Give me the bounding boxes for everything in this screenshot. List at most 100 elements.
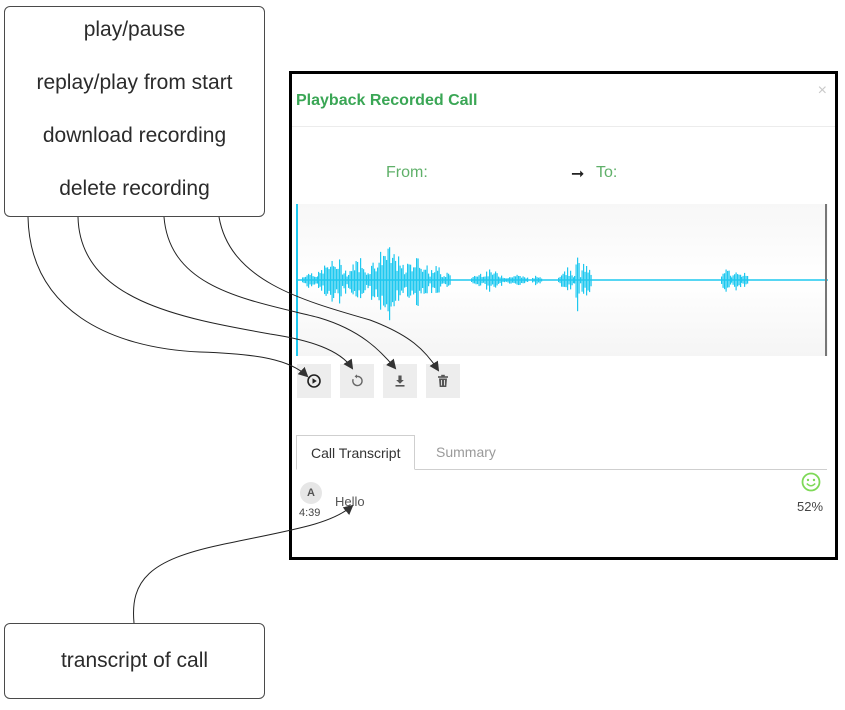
waveform-bar bbox=[589, 269, 591, 293]
waveform-bar bbox=[442, 277, 444, 283]
waveform-bar bbox=[375, 271, 377, 290]
waveform-bar bbox=[334, 266, 336, 294]
delete-button[interactable] bbox=[426, 364, 460, 398]
waveform-bar bbox=[399, 265, 401, 296]
waveform-bar bbox=[414, 267, 416, 293]
waveform-bar bbox=[561, 275, 563, 287]
waveform-bar bbox=[337, 268, 339, 294]
waveform-bar bbox=[448, 273, 450, 286]
waveform-bar bbox=[472, 276, 474, 284]
tab-call-transcript[interactable]: Call Transcript bbox=[296, 435, 416, 470]
waveform-bar bbox=[429, 276, 431, 284]
smiley-icon bbox=[801, 472, 821, 492]
waveform-bar bbox=[735, 272, 737, 291]
waveform-bar bbox=[303, 277, 305, 284]
waveform-bar bbox=[309, 274, 311, 285]
waveform-bar bbox=[363, 269, 365, 293]
waveform-bar bbox=[306, 275, 308, 287]
waveform-bar bbox=[384, 256, 386, 308]
waveform-bar bbox=[562, 273, 564, 287]
waveform-bar bbox=[732, 275, 734, 285]
waveform-bar bbox=[374, 268, 376, 298]
waveform-bar bbox=[315, 277, 317, 284]
waveform-bar bbox=[580, 277, 582, 284]
download-button[interactable] bbox=[383, 364, 417, 398]
waveform-bar bbox=[498, 276, 500, 284]
waveform-bar bbox=[343, 273, 345, 289]
callout-download: download recording bbox=[42, 124, 227, 147]
waveform-bar bbox=[558, 277, 560, 283]
waveform-bar bbox=[737, 274, 739, 287]
waveform-bar bbox=[322, 273, 324, 286]
waveform-bar bbox=[747, 275, 749, 284]
waveform-bar bbox=[389, 247, 391, 321]
controls-callout: play/pause replay/play from start downlo… bbox=[4, 6, 265, 217]
waveform-bar bbox=[577, 257, 579, 312]
waveform-bar bbox=[483, 276, 485, 283]
waveform-bar bbox=[478, 275, 480, 287]
waveform-bar bbox=[386, 259, 388, 305]
waveform-bar bbox=[408, 264, 410, 298]
waveform-bar bbox=[578, 263, 580, 294]
waveform-bar bbox=[538, 277, 540, 283]
play-pause-button[interactable] bbox=[297, 364, 331, 398]
waveform-bar bbox=[721, 276, 723, 284]
waveform-bar bbox=[512, 277, 514, 283]
waveform-bar bbox=[340, 264, 342, 297]
waveform-bar bbox=[564, 271, 566, 287]
waveform-bar bbox=[443, 276, 445, 284]
waveform-bar bbox=[584, 271, 586, 288]
waveform-bar bbox=[446, 272, 448, 287]
waveform-bar bbox=[513, 276, 515, 284]
waveform-bar bbox=[318, 271, 320, 288]
playhead-cursor[interactable] bbox=[296, 204, 298, 356]
close-icon[interactable]: × bbox=[817, 82, 827, 99]
waveform-bar bbox=[535, 275, 537, 286]
waveform-bar bbox=[741, 276, 743, 283]
waveform-bar bbox=[587, 272, 589, 291]
waveform-bar bbox=[371, 265, 373, 300]
waveform-bar bbox=[742, 275, 744, 284]
waveform-bar bbox=[366, 274, 368, 285]
waveform-bar bbox=[423, 269, 425, 294]
waveform-bar bbox=[305, 276, 307, 284]
waveform-bar bbox=[325, 267, 327, 296]
waveform-bar bbox=[525, 278, 527, 282]
callout-replay: replay/play from start bbox=[36, 71, 233, 94]
tab-summary[interactable]: Summary bbox=[436, 444, 496, 460]
waveform-bar bbox=[319, 273, 321, 287]
waveform-bar bbox=[401, 268, 403, 291]
waveform-bar bbox=[413, 267, 415, 295]
waveform-bar bbox=[559, 276, 561, 284]
waveform-bar bbox=[435, 266, 437, 293]
waveform-bar bbox=[390, 263, 392, 307]
download-icon bbox=[395, 375, 405, 387]
replay-button[interactable] bbox=[340, 364, 374, 398]
waveform-bar bbox=[357, 261, 359, 298]
waveform-bar bbox=[417, 258, 419, 306]
waveform-bar bbox=[387, 248, 389, 312]
waveform-bar bbox=[324, 265, 326, 295]
waveform-bar bbox=[501, 275, 503, 286]
waveform-bar bbox=[738, 274, 740, 286]
waveform-bar bbox=[571, 275, 573, 286]
waveform-bar bbox=[507, 278, 509, 283]
waveform-bar bbox=[395, 260, 397, 301]
sentiment-score: 52% bbox=[797, 499, 824, 514]
waveform-bar bbox=[312, 276, 314, 285]
waveform-bar bbox=[355, 261, 357, 297]
audio-waveform[interactable] bbox=[296, 204, 828, 356]
waveform-bar bbox=[369, 274, 371, 286]
waveform-bar bbox=[426, 265, 428, 294]
waveform-bar bbox=[486, 271, 488, 290]
waveform-bar bbox=[590, 274, 592, 287]
waveform-bar bbox=[339, 259, 341, 304]
waveform-bar bbox=[475, 276, 477, 285]
waveform-bar bbox=[416, 258, 418, 306]
waveform-bar bbox=[392, 257, 394, 303]
waveform-bar bbox=[364, 272, 366, 291]
waveform-bar bbox=[573, 277, 575, 284]
waveform-bar bbox=[361, 268, 363, 294]
waveform-bar bbox=[568, 275, 570, 285]
waveform-bar bbox=[410, 264, 412, 296]
